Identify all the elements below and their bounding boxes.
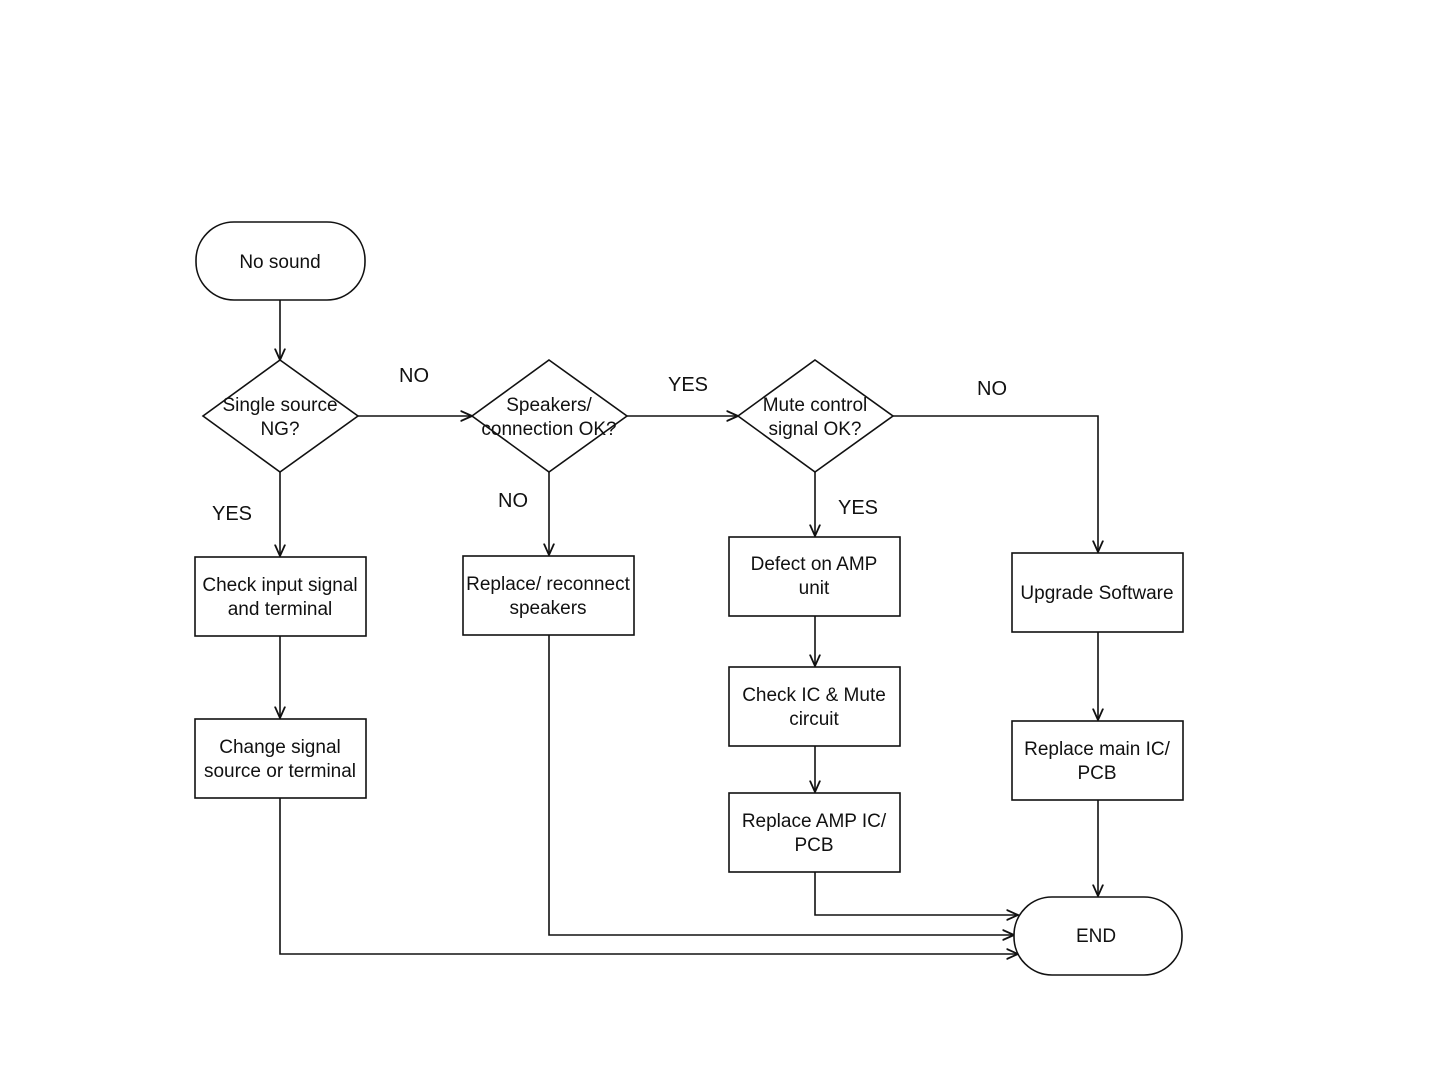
node-label-line: signal OK? [769, 419, 862, 440]
box-change-signal-source: Change signal source or terminal [195, 719, 366, 798]
node-label-line: No sound [239, 252, 320, 273]
node-label-line: Defect on AMP [751, 554, 878, 575]
node-label-line: Check input signal [202, 575, 357, 596]
edges [280, 300, 1098, 954]
box-replace-speakers: Replace/ reconnect speakers [463, 556, 634, 635]
node-label-line: Speakers/ [506, 395, 592, 416]
node-label-line: connection OK? [481, 419, 616, 440]
node-label-line: Check IC & Mute [742, 685, 886, 706]
node-label-line: Mute control [763, 395, 868, 416]
label-d2-yes: YES [668, 374, 708, 396]
node-label-line: circuit [789, 709, 839, 730]
node-label-line: Replace main IC/ [1024, 739, 1170, 760]
node-label: No sound [239, 252, 320, 273]
decision-mute-control: Mute control signal OK? [738, 360, 893, 472]
edge-labels: NO YES YES NO NO YES [212, 365, 1007, 525]
node-label-line: Single source [222, 395, 337, 416]
node-label-line: Change signal [219, 737, 340, 758]
edge-d3-to-upgrade [893, 416, 1098, 552]
box-replace-amp-ic: Replace AMP IC/PCB [729, 793, 900, 872]
node-label-line: PCB [1077, 763, 1116, 784]
node-label: END [1076, 926, 1116, 947]
node-label-line: Upgrade Software [1020, 583, 1173, 604]
box-check-ic-mute: Check IC & Mute circuit [729, 667, 900, 746]
node-label-line: Replace/ reconnect [466, 574, 630, 595]
edge-replace-amp-to-end [815, 872, 1018, 915]
node-label-line: speakers [509, 598, 586, 619]
node-end: END [1014, 897, 1182, 975]
edge-change-source-to-end [280, 798, 1018, 954]
label-d1-no: NO [399, 365, 429, 387]
box-replace-main-ic: Replace main IC/PCB [1012, 721, 1183, 800]
node-label: Upgrade Software [1020, 583, 1173, 604]
node-label-line: unit [799, 578, 830, 599]
decision-speakers-connection: Speakers/connection OK? [472, 360, 627, 472]
node-label-line: and terminal [228, 599, 333, 620]
label-d3-no: NO [977, 378, 1007, 400]
node-label-line: source or terminal [204, 761, 356, 782]
node-start: No sound [196, 222, 365, 300]
node-label-line: Replace AMP IC/ [742, 811, 887, 832]
label-d1-yes: YES [212, 503, 252, 525]
node-label-line: END [1076, 926, 1116, 947]
node-label-line: PCB [794, 835, 833, 856]
label-d2-no: NO [498, 490, 528, 512]
node-label-line: NG? [260, 419, 299, 440]
box-defect-amp-unit: Defect on AMP unit [729, 537, 900, 616]
box-upgrade-software: Upgrade Software [1012, 553, 1183, 632]
box-check-input-signal: Check input signal and terminal [195, 557, 366, 636]
label-d3-yes: YES [838, 497, 878, 519]
